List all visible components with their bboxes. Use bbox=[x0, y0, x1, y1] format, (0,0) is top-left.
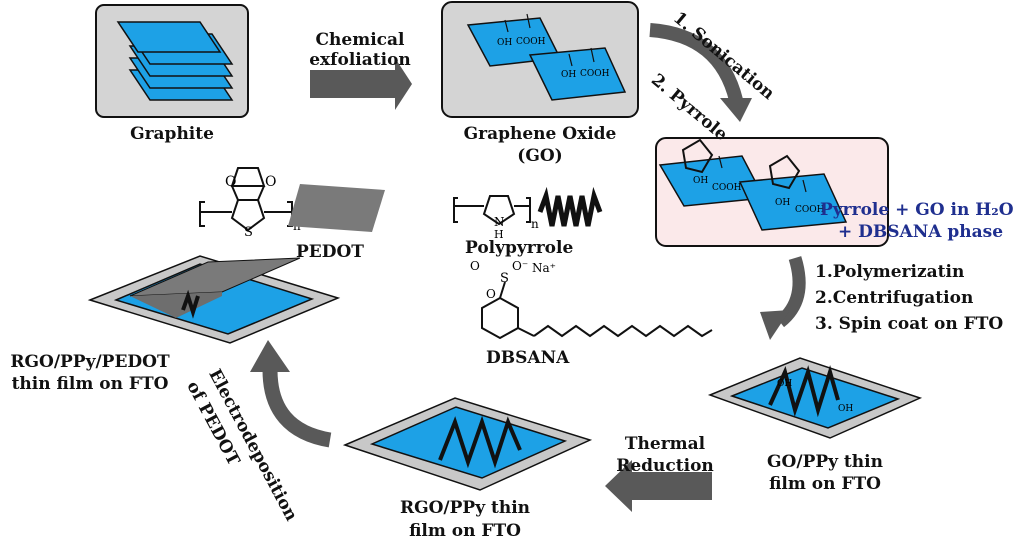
dbsana-s: S bbox=[500, 271, 509, 286]
pyrrole-go-label: Pyrrole + GO in H₂O bbox=[820, 200, 1014, 220]
go-cooh-label-1: COOH bbox=[516, 37, 546, 47]
sonication-arrow bbox=[649, 23, 752, 122]
polypyrrole-atom-labels: N H n bbox=[494, 215, 539, 241]
rgo-ppy-pedot-label-2: thin film on FTO bbox=[11, 374, 169, 394]
graphite-label: Graphite bbox=[130, 124, 214, 144]
go-ppy-film: OH OH bbox=[707, 357, 923, 439]
go-oh-label-1: OH bbox=[497, 38, 512, 48]
pedot-sheet bbox=[288, 184, 385, 232]
gp-oh-label-1: OH bbox=[777, 379, 792, 389]
exfoliation-label: exfoliation bbox=[309, 50, 411, 70]
polypyrrole-label: Polypyrrole bbox=[465, 238, 574, 258]
electrodeposition-arrow bbox=[250, 340, 332, 448]
rgo-ppy-film bbox=[342, 397, 593, 491]
polymerization-arrow bbox=[760, 256, 806, 340]
pedot-o-right: O bbox=[265, 174, 276, 190]
polymerization-label: 1.Polymerizatin bbox=[815, 262, 965, 282]
dbsana-label: DBSANA bbox=[486, 348, 570, 368]
go-oh-label-2: OH bbox=[561, 70, 576, 80]
pyrrole-go-box: OH COOH OH COOH bbox=[655, 137, 889, 247]
go-ppy-label-2: film on FTO bbox=[769, 474, 881, 494]
go-label: Graphene Oxide bbox=[463, 124, 617, 144]
thermal-label: Thermal bbox=[624, 434, 706, 454]
ppy-h: H bbox=[494, 228, 504, 241]
polypyrrole-zigzag bbox=[537, 186, 603, 227]
rgo-ppy-label-2: film on FTO bbox=[409, 521, 521, 541]
pedot-s: S bbox=[244, 225, 253, 240]
dbsana-atom-labels: S O O O⁻ Na⁺ bbox=[470, 259, 556, 301]
go-abbrev-label: (GO) bbox=[517, 146, 563, 166]
rgo-ppy-label: RGO/PPy thin bbox=[399, 498, 531, 518]
centrifugation-label: 2.Centrifugation bbox=[815, 288, 974, 308]
pedot-o-left: O bbox=[225, 174, 236, 190]
dbsana-o-2: O bbox=[486, 287, 496, 301]
go-ppy-label: GO/PPy thin bbox=[767, 452, 883, 472]
dbsana-structure bbox=[481, 281, 713, 340]
ppy-n: N bbox=[494, 215, 505, 229]
dbsana-phase-label: + DBSANA phase bbox=[838, 222, 1004, 242]
pedot-structure bbox=[199, 167, 293, 232]
chemical-label: Chemical bbox=[315, 30, 405, 50]
ppy-n-sub: n bbox=[531, 217, 539, 231]
pg-cooh-label-2: COOH bbox=[795, 205, 825, 215]
rgo-ppy-pedot-film bbox=[87, 255, 341, 344]
dbsana-na-plus: Na⁺ bbox=[532, 261, 556, 275]
pg-cooh-label-1: COOH bbox=[712, 183, 742, 193]
dbsana-o-1: O bbox=[470, 259, 480, 273]
dbsana-o-minus: O⁻ bbox=[512, 259, 528, 273]
spincoat-label: 3. Spin coat on FTO bbox=[815, 314, 1004, 334]
pedot-label: PEDOT bbox=[296, 242, 364, 262]
polypyrrole-structure bbox=[453, 195, 531, 226]
graphite-box bbox=[95, 4, 249, 118]
pg-oh-label-2: OH bbox=[775, 198, 790, 208]
thermal-arrow bbox=[605, 460, 712, 512]
gp-oh-label-2: OH bbox=[838, 404, 853, 414]
exfoliation-arrow bbox=[310, 58, 412, 110]
go-cooh-label-2: COOH bbox=[580, 69, 610, 79]
go-box: OH COOH OH COOH bbox=[441, 1, 639, 118]
reduction-label: Reduction bbox=[616, 456, 714, 476]
pg-oh-label-1: OH bbox=[693, 176, 708, 186]
rgo-ppy-pedot-label: RGO/PPy/PEDOT bbox=[10, 352, 170, 372]
